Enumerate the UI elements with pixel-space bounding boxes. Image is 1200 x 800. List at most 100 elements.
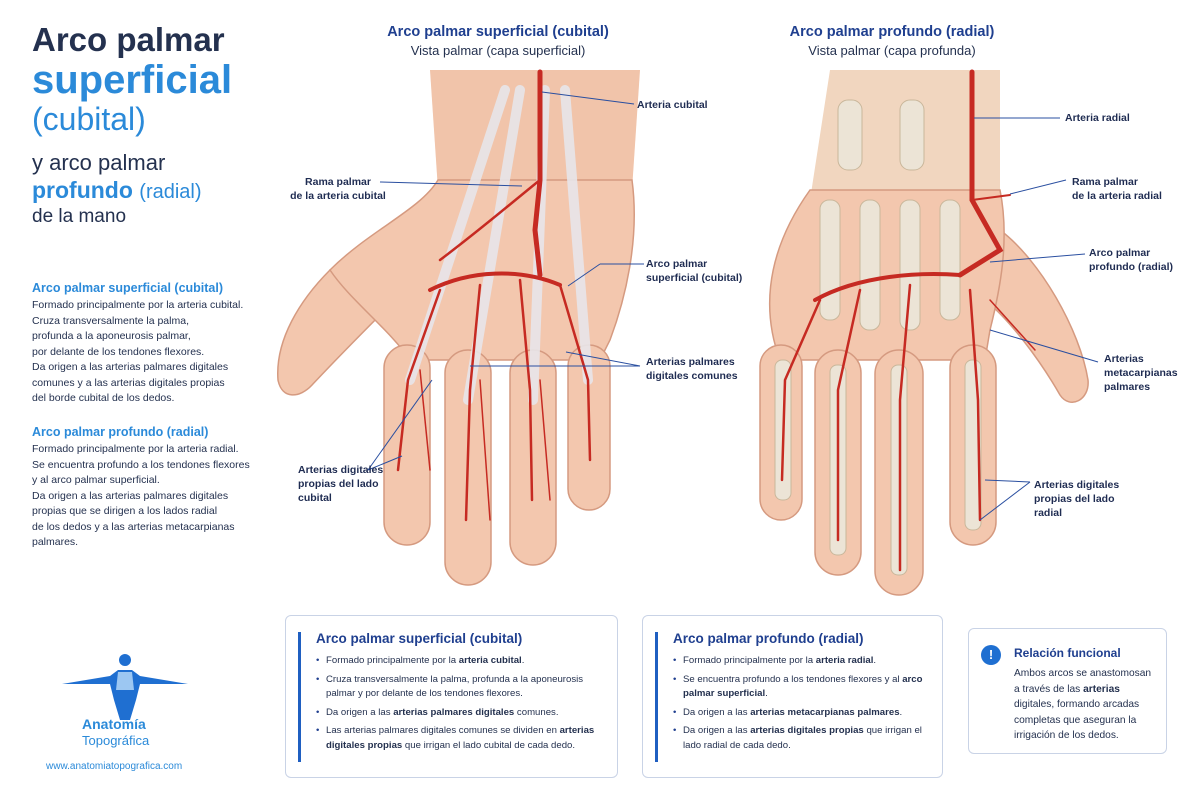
side-sup-line: Formado principalmente por la arteria cu… bbox=[32, 299, 244, 311]
label-arco-sup-line: superficial (cubital) bbox=[646, 272, 743, 284]
side-deep-line: y al arco palmar superficial. bbox=[32, 474, 160, 486]
label-propias-rad-line: propias del lado bbox=[1034, 493, 1115, 505]
side-sup-line: comunes y a las arterias digitales propi… bbox=[32, 376, 225, 389]
title-line-5-rest: (radial) bbox=[139, 181, 202, 204]
side-section-superficial: Arco palmar superficial (cubital) Formad… bbox=[32, 281, 282, 407]
item-bold: arterias palmares digitales bbox=[393, 706, 515, 718]
label-propias-cub-line: propias del lado bbox=[298, 478, 379, 490]
item-bold: arterias digitales propias bbox=[326, 725, 595, 751]
left-panel-title: Arco palmar superficial (cubital) bbox=[387, 24, 609, 40]
anatomy-logo-icon bbox=[62, 654, 188, 720]
item-text: que irrigan el lado cubital de cada dedo… bbox=[402, 739, 576, 751]
side-sup-line: del borde cubital de los dedos. bbox=[32, 392, 175, 404]
side-section-profundo: Arco palmar profundo (radial) Formado pr… bbox=[32, 425, 282, 551]
label-propias-cub-line: cubital bbox=[298, 492, 332, 504]
label-propias-rad-line: Arterias digitales bbox=[1034, 479, 1120, 491]
item-text: Se encuentra profundo a los tendones fle… bbox=[683, 673, 903, 685]
item-bold: arteria cubital bbox=[458, 655, 522, 666]
item-text: comunes. bbox=[514, 706, 559, 718]
title-line-6: de la mano bbox=[32, 206, 127, 228]
list-item: Cruza transversalmente la palma, profund… bbox=[316, 673, 605, 702]
label-digitales-propias-cubital: Arterias digitales propias del lado cubi… bbox=[298, 463, 383, 505]
left-panel-subtitle: Vista palmar (capa superficial) bbox=[410, 43, 586, 58]
relacion-text-pre: Ambos arcos se anastomosan a través de l… bbox=[1014, 668, 1152, 695]
website-link[interactable]: www.anatomiatopografica.com bbox=[46, 761, 183, 772]
card-profundo-list: Formado principalmente por la arteria ra… bbox=[673, 654, 930, 757]
relacion-title: Relación funcional bbox=[1014, 646, 1121, 660]
relacion-funcional-box: ! Relación funcional Ambos arcos se anas… bbox=[968, 628, 1167, 754]
list-item: Da origen a las arterias digitales propi… bbox=[673, 724, 930, 753]
card-arco-superficial: Arco palmar superficial (cubital) Formad… bbox=[285, 615, 618, 778]
relacion-text-post: digitales, formando arcadas completas qu… bbox=[1014, 699, 1140, 741]
label-arterias-metacarpianas: Arterias metacarpianas palmares bbox=[1104, 352, 1178, 394]
main-title: Arco palmar superficial (cubital) y arco… bbox=[32, 21, 282, 230]
label-rama-rad-line: Rama palmar bbox=[1072, 176, 1138, 188]
label-comunes-line: Arterias palmares bbox=[646, 356, 735, 368]
label-arco-sup-line: Arco palmar bbox=[646, 258, 708, 270]
list-item: Da origen a las arterias metacarpianas p… bbox=[673, 706, 930, 721]
label-rama-rad-line: de la arteria radial bbox=[1072, 190, 1162, 202]
label-arterias-digitales-comunes: Arterias palmares digitales comunes bbox=[646, 355, 738, 383]
side-profundo-heading: Arco palmar profundo (radial) bbox=[32, 425, 209, 439]
label-meta-line: palmares bbox=[1104, 381, 1151, 393]
item-text: que irrigan el lado radial de cada dedo. bbox=[683, 725, 922, 751]
item-text: . bbox=[521, 655, 525, 666]
list-item: Formado principalmente por la arteria cu… bbox=[316, 654, 605, 669]
label-arteria-radial: Arteria radial bbox=[1065, 112, 1130, 124]
label-comunes-line: digitales comunes bbox=[646, 370, 738, 382]
title-line-1: Arco palmar bbox=[32, 21, 225, 58]
item-text: . bbox=[873, 655, 877, 666]
label-arco-prof-line: profundo (radial) bbox=[1089, 261, 1173, 273]
side-sup-line: Da origen a las arterias palmares digita… bbox=[32, 361, 229, 373]
label-arco-prof-line: Arco palmar bbox=[1089, 247, 1151, 259]
side-superficial-heading: Arco palmar superficial (cubital) bbox=[32, 281, 224, 295]
label-meta-line: metacarpianas bbox=[1104, 367, 1178, 379]
item-bold: arterias metacarpianas palmares bbox=[750, 706, 900, 718]
label-propias-rad-line: radial bbox=[1034, 507, 1063, 519]
side-profundo-text: Formado principalmente por la arteria ra… bbox=[32, 442, 282, 551]
relacion-text-bold: arterias bbox=[1083, 683, 1120, 695]
item-text: . bbox=[765, 688, 768, 699]
right-panel-title: Arco palmar profundo (radial) bbox=[789, 24, 995, 40]
side-sup-line: por delante de los tendones flexores. bbox=[32, 345, 205, 358]
side-superficial-text: Formado principalmente por la arteria cu… bbox=[32, 298, 282, 407]
card-superficial-list: Formado principalmente por la arteria cu… bbox=[316, 654, 605, 757]
list-item: Se encuentra profundo a los tendones fle… bbox=[673, 673, 930, 702]
label-arteria-cubital: Arteria cubital bbox=[637, 99, 708, 111]
label-rama-palmar-cubital: Rama palmar de la arteria cubital bbox=[262, 175, 414, 203]
info-icon: ! bbox=[981, 645, 1001, 665]
side-deep-line: Se encuentra profundo a los tendones fle… bbox=[32, 458, 250, 471]
right-panel-subtitle: Vista palmar (capa profunda) bbox=[808, 43, 976, 58]
list-item: Las arterias palmares digitales comunes … bbox=[316, 724, 605, 753]
title-line-4: y arco palmar bbox=[32, 149, 166, 175]
card-profundo-title: Arco palmar profundo (radial) bbox=[673, 631, 864, 646]
item-text: Formado principalmente por la bbox=[683, 655, 816, 666]
side-sup-line: profunda a la aponeurosis palmar, bbox=[32, 330, 191, 342]
label-rama-palmar-line: de la arteria cubital bbox=[290, 190, 386, 202]
item-bold: arco palmar superficial bbox=[683, 673, 923, 700]
item-bold: arteria radial bbox=[815, 655, 874, 666]
title-line-5: profundo (radial) bbox=[32, 176, 282, 205]
list-item: Da origen a las arterias palmares digita… bbox=[316, 706, 605, 721]
title-line-5-bold: profundo bbox=[32, 177, 133, 204]
item-bold: arterias digitales propias bbox=[750, 725, 864, 736]
label-digitales-propias-radial: Arterias digitales propias del lado radi… bbox=[1034, 478, 1119, 520]
label-propias-cub-line: Arterias digitales bbox=[298, 464, 384, 476]
right-panel-header: Arco palmar profundo (radial) Vista palm… bbox=[732, 24, 1052, 58]
logo-name: Anatomía bbox=[82, 716, 146, 732]
side-deep-line: de los dedos y a las arterias metacarpia… bbox=[32, 520, 235, 533]
logo-subtitle: Topográfica bbox=[82, 733, 150, 748]
side-sup-line: Cruza transversalmente la palma, bbox=[32, 314, 189, 327]
list-item: Formado principalmente por la arteria ra… bbox=[673, 654, 930, 669]
title-line-3: (cubital) bbox=[32, 101, 146, 138]
label-arco-superficial: Arco palmar superficial (cubital) bbox=[646, 257, 742, 285]
right-hand-illustration bbox=[759, 69, 1099, 596]
item-text: Cruza transversalmente la palma, profund… bbox=[326, 673, 584, 700]
label-arco-profundo: Arco palmar profundo (radial) bbox=[1089, 246, 1173, 274]
item-text: Da origen a las bbox=[326, 706, 394, 718]
label-rama-palmar-radial: Rama palmar de la arteria radial bbox=[1072, 175, 1162, 203]
side-deep-line: Formado principalmente por la arteria ra… bbox=[32, 443, 239, 455]
item-text: Las arterias palmares digitales comunes … bbox=[326, 725, 560, 736]
card-superficial-title: Arco palmar superficial (cubital) bbox=[316, 631, 523, 646]
